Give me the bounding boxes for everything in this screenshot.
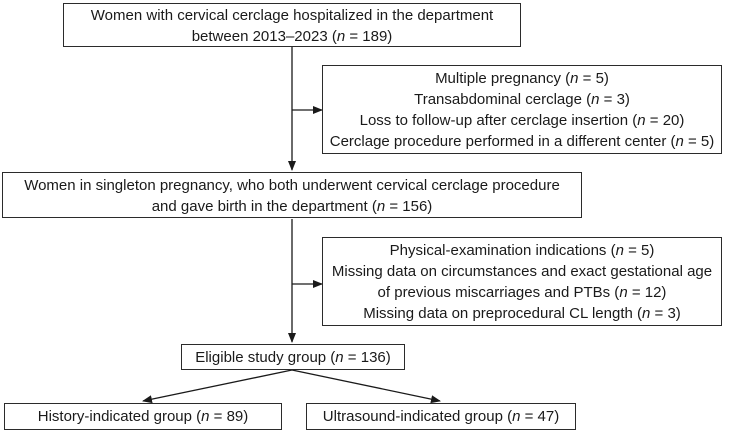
ultrasound-box: Ultrasound-indicated group (n = 47) [306, 403, 576, 430]
source-box: Women with cervical cerclage hospitalize… [63, 3, 521, 47]
ultrasound-label: Ultrasound-indicated group (n = 47) [322, 408, 560, 425]
exclusion1-box: Multiple pregnancy (n = 5) Transabdomina… [322, 65, 722, 154]
exclusion2-box: Physical-examination indications (n = 5)… [322, 237, 722, 326]
exclusion2-line1: Physical-examination indications (n = 5) [389, 242, 655, 259]
exclusion2-line2: Missing data on circumstances and exact … [331, 263, 713, 280]
exclusion2-line3: of previous miscarriages and PTBs (n = 1… [377, 284, 667, 301]
history-box: History-indicated group (n = 89) [4, 403, 282, 430]
exclusion1-item: Transabdominal cerclage (n = 3) [414, 91, 630, 108]
source-line2: between 2013–2023 (n = 189) [191, 28, 393, 45]
exclusion1-item: Cerclage procedure performed in a differ… [329, 133, 715, 150]
arrow-eligible-to-ultrasound [291, 369, 441, 404]
exclusion1-item: Multiple pregnancy (n = 5) [435, 70, 609, 87]
source-line1: Women with cervical cerclage hospitalize… [90, 7, 494, 24]
arrow-eligible-to-history [142, 369, 293, 404]
singleton-line1: Women in singleton pregnancy, who both u… [24, 177, 560, 194]
eligible-box: Eligible study group (n = 136) [181, 344, 405, 370]
exclusion2-line4: Missing data on preprocedural CL length … [363, 305, 681, 322]
eligible-label: Eligible study group (n = 136) [195, 349, 391, 366]
history-label: History-indicated group (n = 89) [37, 408, 249, 425]
exclusion1-item: Loss to follow-up after cerclage inserti… [359, 112, 685, 129]
singleton-box: Women in singleton pregnancy, who both u… [2, 172, 582, 218]
singleton-line2: and gave birth in the department (n = 15… [151, 198, 433, 215]
